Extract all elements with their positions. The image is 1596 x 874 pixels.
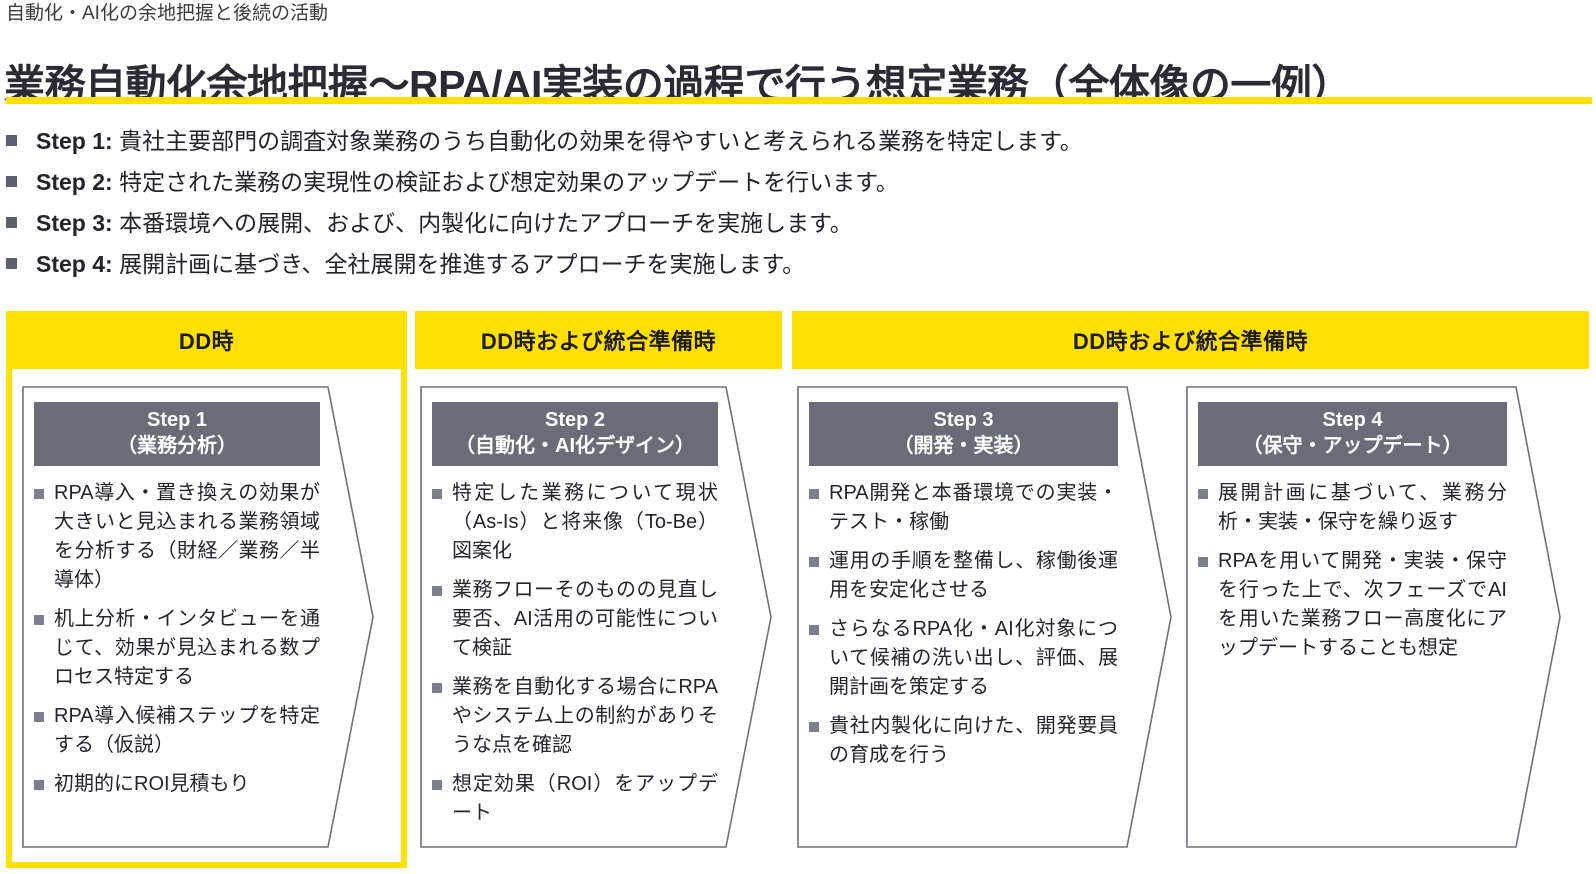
card-bullet-text: RPA開発と本番環境での実装・テスト・稼働 — [829, 482, 1118, 533]
list-item: 展開計画に基づいて、業務分析・実装・保守を繰り返す — [1198, 479, 1507, 537]
square-bullet-icon — [6, 217, 17, 228]
list-item: 特定した業務について現状（As-Is）と将来像（To-Be）図案化 — [432, 479, 718, 566]
list-item: RPA導入候補ステップを特定する（仮説） — [34, 702, 320, 760]
phase-band-label: DD時および統合準備時 — [480, 329, 717, 354]
step-summary-body: 特定された業務の実現性の検証および想定効果のアップデートを行います。 — [112, 169, 899, 195]
card-title-line1: Step 4 — [1322, 409, 1383, 431]
card-title-step-3: Step 3 （開発・実装） — [809, 402, 1118, 466]
step-summary-body: 貴社主要部門の調査対象業務のうち自動化の効果を得やすいと考えられる業務を特定しま… — [112, 128, 1083, 154]
card-bullet-text: 運用の手順を整備し、稼働後運用を安定化させる — [829, 550, 1118, 601]
card-bullet-list-step-1: RPA導入・置き換えの効果が大きいと見込まれる業務領域を分析する（財経／業務／半… — [34, 479, 320, 799]
list-item: 運用の手順を整備し、稼働後運用を安定化させる — [809, 547, 1118, 605]
card-title-line1: Step 3 — [933, 409, 994, 431]
square-bullet-icon — [6, 176, 17, 187]
step-summary-body: 本番環境への展開、および、内製化に向けたアプローチを実施します。 — [112, 210, 853, 236]
list-item: Step 3: 本番環境への展開、および、内製化に向けたアプローチを実施します。 — [6, 206, 1566, 247]
card-bullet-text: RPAを用いて開発・実装・保守を行った上で、次フェーズでAIを用いた業務フロー高… — [1218, 550, 1507, 659]
step-summary-label: Step 4: — [36, 251, 113, 277]
step-summary-text: Step 3: 本番環境への展開、および、内製化に向けたアプローチを実施します。 — [36, 206, 853, 240]
card-title-line2: （保守・アップデート） — [1242, 435, 1463, 457]
square-bullet-icon — [6, 135, 17, 146]
card-title-step-1: Step 1 （業務分析） — [34, 402, 320, 466]
step-summary-list: Step 1: 貴社主要部門の調査対象業務のうち自動化の効果を得やすいと考えられ… — [6, 124, 1566, 288]
card-bullet-text: 特定した業務について現状（As-Is）と将来像（To-Be）図案化 — [452, 482, 718, 562]
card-bullet-text: さらなるRPA化・AI化対象について候補の洗い出し、評価、展開計画を策定する — [829, 618, 1118, 698]
square-bullet-icon — [432, 780, 442, 790]
card-bullet-text: RPA導入・置き換えの効果が大きいと見込まれる業務領域を分析する（財経／業務／半… — [54, 482, 320, 591]
process-card-step-2: Step 2 （自動化・AI化デザイン） 特定した業務について現状（As-Is）… — [420, 386, 772, 848]
list-item: RPA導入・置き換えの効果が大きいと見込まれる業務領域を分析する（財経／業務／半… — [34, 479, 320, 595]
slide-eyebrow: 自動化・AI化の余地把握と後続の活動 — [6, 3, 328, 24]
step-summary-label: Step 3: — [36, 210, 113, 236]
list-item: RPA開発と本番環境での実装・テスト・稼働 — [809, 479, 1118, 537]
square-bullet-icon — [809, 625, 819, 635]
card-bullet-text: 業務フローそのものの見直し要否、AI活用の可能性について検証 — [452, 579, 718, 659]
process-card-step-1: Step 1 （業務分析） RPA導入・置き換えの効果が大きいと見込まれる業務領… — [22, 386, 374, 848]
list-item: Step 1: 貴社主要部門の調査対象業務のうち自動化の効果を得やすいと考えられ… — [6, 124, 1566, 165]
card-title-line2: （業務分析） — [117, 435, 237, 457]
square-bullet-icon — [432, 683, 442, 693]
process-chevron-row: Step 1 （業務分析） RPA導入・置き換えの効果が大きいと見込まれる業務領… — [0, 386, 1596, 856]
list-item: RPAを用いて開発・実装・保守を行った上で、次フェーズでAIを用いた業務フロー高… — [1198, 547, 1507, 663]
list-item: さらなるRPA化・AI化対象について候補の洗い出し、評価、展開計画を策定する — [809, 615, 1118, 702]
square-bullet-icon — [34, 489, 44, 499]
step-summary-label: Step 1: — [36, 128, 113, 154]
card-bullet-text: 貴社内製化に向けた、開発要員の育成を行う — [829, 715, 1118, 766]
card-bullet-text: 業務を自動化する場合にRPAやシステム上の制約がありそうな点を確認 — [452, 676, 718, 756]
card-title-line1: Step 2 — [544, 409, 606, 431]
chevron-shape-icon — [1186, 386, 1561, 848]
phase-band-dd-and-integration-prep-2: DD時および統合準備時 — [792, 311, 1589, 369]
title-underline-rule — [6, 97, 1592, 104]
card-title-line2: （自動化・AI化デザイン） — [455, 435, 695, 457]
step-summary-label: Step 2: — [36, 169, 113, 195]
phase-band-dd: DD時 — [8, 311, 405, 369]
list-item: 業務フローそのものの見直し要否、AI活用の可能性について検証 — [432, 576, 718, 663]
card-title-step-4: Step 4 （保守・アップデート） — [1198, 402, 1507, 466]
card-bullet-list-step-2: 特定した業務について現状（As-Is）と将来像（To-Be）図案化 業務フローそ… — [432, 479, 718, 828]
process-card-step-3: Step 3 （開発・実装） RPA開発と本番環境での実装・テスト・稼働 運用の… — [797, 386, 1172, 848]
square-bullet-icon — [34, 712, 44, 722]
square-bullet-icon — [809, 489, 819, 499]
card-bullet-list-step-3: RPA開発と本番環境での実装・テスト・稼働 運用の手順を整備し、稼働後運用を安定… — [809, 479, 1118, 770]
chevron-shape-icon — [420, 386, 772, 848]
card-title-line2: （開発・実装） — [893, 435, 1034, 457]
phase-band-label: DD時 — [178, 329, 235, 354]
square-bullet-icon — [1198, 489, 1208, 499]
square-bullet-icon — [809, 557, 819, 567]
card-bullet-text: RPA導入候補ステップを特定する（仮説） — [54, 705, 320, 756]
square-bullet-icon — [34, 780, 44, 790]
card-bullet-text: 展開計画に基づいて、業務分析・実装・保守を繰り返す — [1218, 482, 1507, 533]
square-bullet-icon — [1198, 557, 1208, 567]
square-bullet-icon — [6, 258, 17, 269]
square-bullet-icon — [432, 489, 442, 499]
step-summary-text: Step 1: 貴社主要部門の調査対象業務のうち自動化の効果を得やすいと考えられ… — [36, 124, 1083, 158]
process-card-step-4: Step 4 （保守・アップデート） 展開計画に基づいて、業務分析・実装・保守を… — [1186, 386, 1561, 848]
list-item: 想定効果（ROI）をアップデート — [432, 770, 718, 828]
list-item: Step 4: 展開計画に基づき、全社展開を推進するアプローチを実施します。 — [6, 247, 1566, 288]
list-item: Step 2: 特定された業務の実現性の検証および想定効果のアップデートを行いま… — [6, 165, 1566, 206]
card-bullet-list-step-4: 展開計画に基づいて、業務分析・実装・保守を繰り返す RPAを用いて開発・実装・保… — [1198, 479, 1507, 663]
phase-band-dd-and-integration-prep-1: DD時および統合準備時 — [415, 311, 782, 369]
step-summary-text: Step 4: 展開計画に基づき、全社展開を推進するアプローチを実施します。 — [36, 247, 805, 281]
chevron-shape-icon — [22, 386, 374, 848]
card-title-line1: Step 1 — [146, 409, 208, 431]
list-item: 業務を自動化する場合にRPAやシステム上の制約がありそうな点を確認 — [432, 673, 718, 760]
list-item: 机上分析・インタビューを通じて、効果が見込まれる数プロセス特定する — [34, 605, 320, 692]
card-title-step-2: Step 2 （自動化・AI化デザイン） — [432, 402, 718, 466]
card-bullet-text: 机上分析・インタビューを通じて、効果が見込まれる数プロセス特定する — [54, 608, 320, 688]
page-title: 業務自動化余地把握〜RPA/AI実装の過程で行う想定業務（全体像の一例） — [4, 62, 1352, 109]
square-bullet-icon — [809, 722, 819, 732]
card-bullet-text: 想定効果（ROI）をアップデート — [452, 773, 718, 824]
phase-band-label: DD時および統合準備時 — [1072, 329, 1309, 354]
list-item: 貴社内製化に向けた、開発要員の育成を行う — [809, 712, 1118, 770]
square-bullet-icon — [432, 586, 442, 596]
step-summary-text: Step 2: 特定された業務の実現性の検証および想定効果のアップデートを行いま… — [36, 165, 899, 199]
chevron-shape-icon — [797, 386, 1172, 848]
square-bullet-icon — [34, 615, 44, 625]
step-summary-body: 展開計画に基づき、全社展開を推進するアプローチを実施します。 — [112, 251, 806, 277]
list-item: 初期的にROI見積もり — [34, 770, 320, 799]
card-bullet-text: 初期的にROI見積もり — [54, 773, 250, 795]
